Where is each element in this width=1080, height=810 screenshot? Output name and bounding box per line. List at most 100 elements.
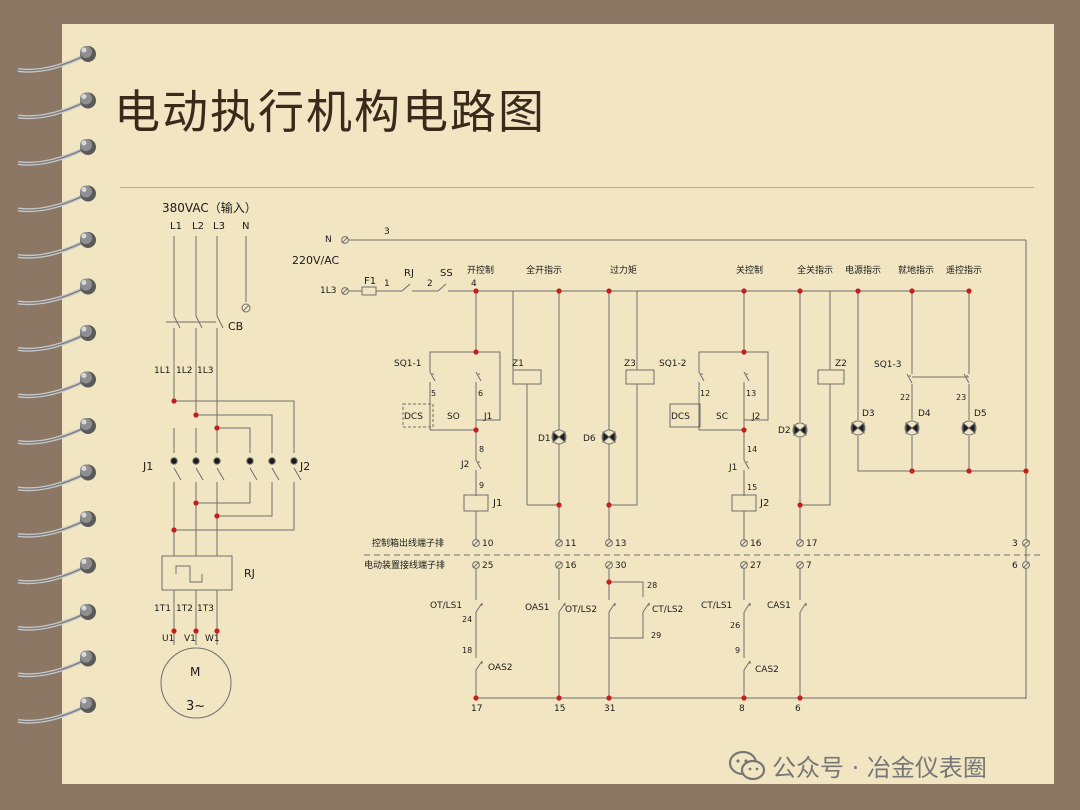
wire: [476, 351, 501, 421]
switch-blade: [743, 660, 751, 671]
contact-blade: [963, 373, 970, 384]
title-divider: [120, 187, 1034, 188]
wire: [430, 429, 477, 460]
junction-dot: [797, 695, 803, 701]
junction-dot: [193, 412, 199, 418]
ring-wire-edge: [17, 241, 85, 258]
motor-label: M: [190, 665, 200, 679]
switch-blade: [475, 602, 483, 613]
resistor-label: Z1: [512, 359, 524, 369]
junction-dot: [797, 502, 803, 508]
neutral-label: N: [325, 235, 332, 245]
contact-dot: [192, 457, 200, 465]
ring-wire-edge: [17, 148, 85, 165]
phase-label: 1T3: [197, 604, 214, 614]
breaker-label: CB: [228, 320, 243, 333]
ring-wire-edge: [17, 427, 85, 444]
contact-dot: [290, 457, 298, 465]
ring-wire-edge: [17, 287, 85, 304]
terminal-slash: [605, 539, 613, 547]
terminal-number: 25: [482, 561, 493, 571]
phase-label: 1L1: [154, 366, 170, 376]
wire-number: 8: [479, 445, 484, 454]
resistor-box: [512, 369, 542, 385]
branch-title: 过力矩: [610, 264, 637, 276]
switch-blade: [642, 602, 650, 613]
dcs-box: [402, 403, 434, 428]
terminal-label: W1: [205, 634, 220, 644]
contact-dot: [213, 457, 221, 465]
ring-highlight: [81, 94, 87, 99]
wire-number: 2: [427, 279, 433, 289]
terminal-label: V1: [184, 634, 196, 644]
lamp-label: D4: [918, 409, 931, 419]
junction-dot: [171, 527, 177, 533]
terminal-number: 16: [750, 539, 762, 549]
junction-dot: [193, 500, 199, 506]
button-label: SC: [716, 412, 728, 422]
contact-dot: [246, 457, 254, 465]
motor-sublabel: 3~: [186, 699, 205, 714]
phase-label: 1L3: [197, 366, 213, 376]
breaker-blade: [216, 315, 224, 329]
junction-dot: [214, 628, 220, 634]
wechat-icon: [728, 750, 766, 780]
supply-label: 220V/AC: [292, 254, 340, 267]
lamp-triangle: [602, 430, 610, 444]
junction-dot: [171, 628, 177, 634]
terminal-slash: [341, 236, 349, 244]
ring-highlight: [81, 187, 87, 192]
resistor-label: Z2: [835, 359, 847, 369]
switch-blade: [743, 602, 751, 613]
lamp-triangle: [968, 421, 976, 435]
switch-label: SQ1-3: [874, 360, 902, 370]
terminal-label: U1: [162, 634, 174, 644]
resistor-box: [817, 369, 845, 385]
wire-number: 18: [462, 646, 472, 655]
wire-number: 3: [384, 227, 390, 237]
lamp-label: D2: [778, 426, 791, 436]
contact-blade: [429, 371, 436, 382]
lamp-triangle: [799, 423, 807, 437]
terminal-row-label: 控制箱出线端子排: [372, 537, 444, 549]
coil-label: J1: [492, 498, 502, 509]
switch-blade: [608, 602, 616, 613]
ring-wire-edge: [17, 194, 85, 211]
motor-circle: [160, 647, 232, 719]
contactor-blade: [249, 467, 258, 481]
limit-label: OT/LS2: [565, 605, 597, 615]
contactor-label: J1: [142, 460, 153, 473]
wire-number: 22: [900, 393, 910, 402]
terminal-slash: [472, 539, 480, 547]
dcs-box: [669, 403, 701, 428]
ring-highlight: [81, 280, 87, 285]
lamp-triangle: [552, 430, 560, 444]
contactor-blade: [173, 467, 182, 481]
relay-box: [161, 555, 233, 591]
contactor-blade: [271, 467, 280, 481]
ring-highlight: [81, 47, 87, 53]
wire: [196, 414, 273, 453]
branch-title: 遥控指示: [946, 264, 982, 276]
lamp-label: D1: [538, 434, 551, 444]
wire: [744, 351, 769, 421]
switch-blade: [475, 660, 483, 671]
limit-label: CAS2: [755, 665, 779, 675]
dcs-label: DCS: [404, 412, 423, 422]
contact-blade: [743, 371, 750, 382]
lamp-label: D5: [974, 409, 987, 419]
ring-wire-edge: [17, 520, 85, 537]
switch-blade: [558, 602, 566, 613]
interlock-label: J2: [460, 460, 469, 470]
terminal-slash: [1022, 539, 1030, 547]
contact-blade: [743, 459, 750, 470]
page-title: 电动执行机构电路图: [114, 85, 546, 139]
resistor-box: [625, 369, 655, 385]
terminal-slash: [242, 304, 250, 312]
relay-contact: [401, 283, 411, 292]
terminal-number: 3: [1012, 539, 1018, 549]
terminal-slash: [472, 561, 480, 569]
fuse-label: F1: [364, 276, 376, 287]
wire-number: 9: [479, 481, 484, 490]
